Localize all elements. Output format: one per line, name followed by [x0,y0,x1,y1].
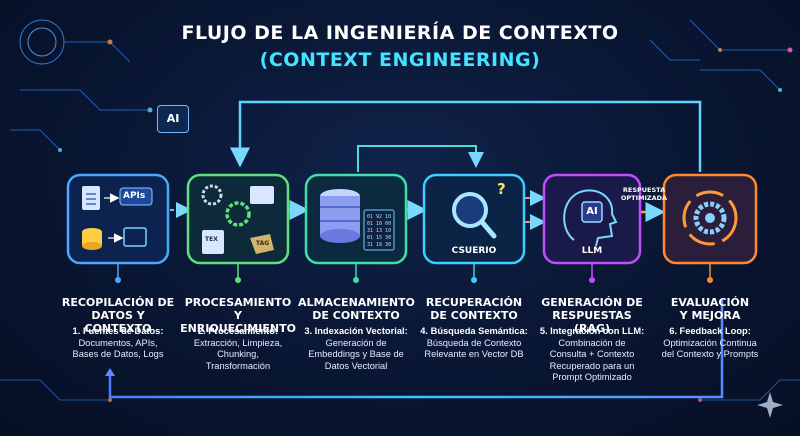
svg-text:31 13 10: 31 13 10 [367,228,391,234]
feedback-loop-bottom-arrow [108,300,724,399]
page-title: FLUJO DE LA INGENIERÍA DE CONTEXTO [181,22,619,44]
stage-box-1 [66,173,170,265]
svg-text:01 10 00: 01 10 00 [367,221,391,227]
svg-text:01 92 10: 01 92 10 [367,214,391,220]
optimized-response-label: RESPUESTA OPTIMIZADA [620,186,668,202]
storage-retrieval-loop-arrow [357,145,484,172]
svg-text:01 15 30: 01 15 30 [367,235,391,241]
ai-chip-icon: AI [157,105,189,133]
circuit-decoration-left [10,19,153,152]
query-label: CSUERIO [451,246,497,256]
svg-text:31 18 30: 31 18 30 [367,242,391,248]
apis-label: APIs [123,191,146,201]
ai-brain-label: AI [586,206,598,217]
question-icon: ? [497,180,506,198]
circuit-decoration-bottom [0,379,800,402]
stage-desc-1: 1. Fuentes de Datos: Documentos, APIs,Ba… [72,326,164,359]
stage-drop-lines [115,262,713,283]
stage-box-4 [422,173,526,265]
llm-label: LLM [581,246,603,256]
stage-desc-2: 2. Procesamiento: Extracción, Limpieza,C… [193,326,283,371]
circuit-decoration-right [649,19,793,92]
page-subtitle: (CONTEXT ENGINEERING) [259,49,541,71]
tex-label: TEX [205,236,218,243]
stage-desc-4: 4. Búsqueda Semántica: Búsqueda de Conte… [420,326,528,359]
stage-box-2 [186,173,290,265]
stage-connectors [170,190,666,230]
feedback-loop-top-arrow [230,100,702,172]
tag-label: TAG [256,240,270,247]
stage-box-5 [542,173,642,265]
sparkle-icon [757,392,783,418]
stage-box-6 [662,173,758,265]
